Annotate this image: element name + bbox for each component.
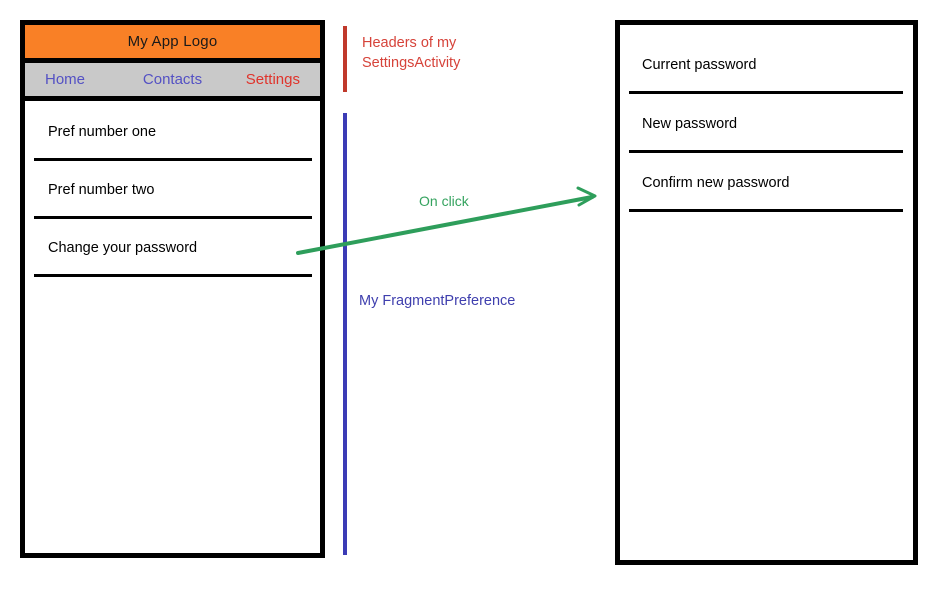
on-click-flow-arrow <box>296 186 597 255</box>
preference-label-one: Pref number one <box>48 124 157 140</box>
preference-label-two: Pref number two <box>48 182 155 198</box>
on-click-annotation-label: On click <box>419 193 469 209</box>
fragment-annotation-marker-bar <box>343 113 347 555</box>
navigation-tab-bar: Home Contacts Settings <box>25 63 320 101</box>
password-field-list: Current password New password Confirm ne… <box>620 25 913 212</box>
header-annotation-label: Headers of my SettingsActivity <box>362 35 461 71</box>
app-logo-title: My App Logo <box>127 33 218 50</box>
field-label-confirm-new-password: Confirm new password <box>642 174 790 191</box>
preference-row-one[interactable]: Pref number one <box>25 103 320 161</box>
preference-list: Pref number one Pref number two Change y… <box>25 101 320 277</box>
preference-row-two[interactable]: Pref number two <box>25 161 320 219</box>
preference-label-change-password: Change your password <box>48 240 198 256</box>
field-row-current-password[interactable]: Current password <box>620 35 913 94</box>
nav-tab-home[interactable]: Home <box>45 71 86 88</box>
nav-tab-settings[interactable]: Settings <box>245 71 300 88</box>
field-label-current-password: Current password <box>642 56 757 73</box>
field-row-confirm-new-password[interactable]: Confirm new password <box>620 153 913 212</box>
field-row-new-password[interactable]: New password <box>620 94 913 153</box>
preference-row-change-password[interactable]: Change your password <box>25 219 320 277</box>
field-label-new-password: New password <box>642 115 738 132</box>
settings-activity-screen: My App Logo Home Contacts Settings Pref … <box>20 20 325 558</box>
nav-tab-contacts[interactable]: Contacts <box>142 71 203 88</box>
header-annotation-marker-bar <box>343 26 347 92</box>
fragment-annotation-label: My FragmentPreference <box>359 293 516 309</box>
app-logo-bar: My App Logo <box>25 25 320 63</box>
change-password-screen: Current password New password Confirm ne… <box>615 20 918 565</box>
